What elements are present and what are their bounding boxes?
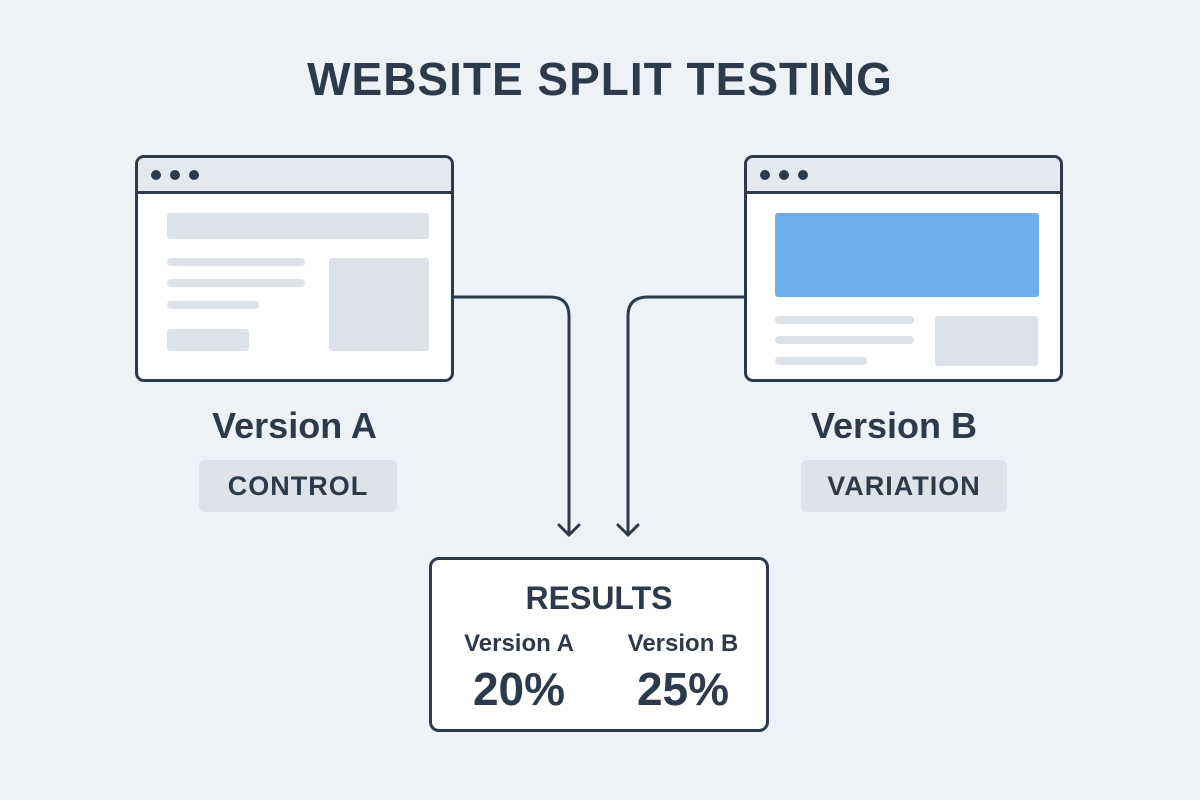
diagram-title: WEBSITE SPLIT TESTING	[307, 53, 893, 105]
arrow-b-to-results	[626, 295, 747, 537]
browser-titlebar	[747, 158, 1060, 194]
result-value: 20%	[472, 663, 566, 715]
text-line-placeholder	[167, 301, 259, 309]
results-panel: RESULTS Version A 20% Version B 25%	[429, 557, 769, 732]
version-b-browser-mockup	[744, 155, 1063, 382]
window-dot-icon	[189, 170, 199, 180]
text-line-placeholder	[775, 357, 867, 365]
text-line-placeholder	[775, 336, 914, 344]
result-value: 25%	[636, 663, 730, 715]
variation-tag: VARIATION	[801, 460, 1007, 512]
version-b-label: Version B	[810, 405, 978, 446]
button-placeholder	[167, 329, 249, 351]
version-a-browser-mockup	[135, 155, 454, 382]
result-name: Version B	[627, 630, 739, 657]
header-placeholder	[167, 213, 429, 239]
browser-titlebar	[138, 158, 451, 194]
image-placeholder	[329, 258, 429, 351]
window-dot-icon	[151, 170, 161, 180]
text-line-placeholder	[775, 316, 914, 324]
window-dot-icon	[170, 170, 180, 180]
image-placeholder	[935, 316, 1038, 366]
window-dot-icon	[779, 170, 789, 180]
window-dot-icon	[760, 170, 770, 180]
text-line-placeholder	[167, 279, 305, 287]
result-name: Version A	[464, 630, 574, 657]
result-version-a: Version A 20%	[444, 630, 594, 716]
control-tag: CONTROL	[199, 460, 397, 512]
window-dot-icon	[798, 170, 808, 180]
arrow-a-to-results	[451, 295, 571, 537]
version-a-label: Version A	[212, 405, 377, 446]
hero-banner-highlight	[775, 213, 1039, 297]
text-line-placeholder	[167, 258, 305, 266]
results-title: RESULTS	[525, 580, 673, 616]
result-version-b: Version B 25%	[608, 630, 758, 716]
